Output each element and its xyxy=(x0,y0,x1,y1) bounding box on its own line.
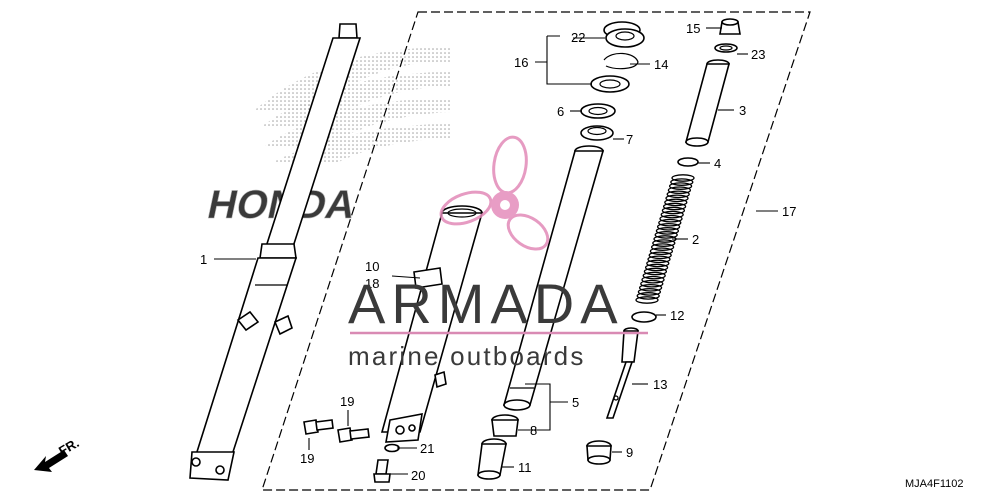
seal-stack xyxy=(580,21,645,141)
spring-part-2 xyxy=(635,174,695,304)
spring-coil xyxy=(671,174,695,182)
bolt-part-19-right xyxy=(337,427,370,443)
spring-coil xyxy=(659,214,683,223)
label-15: 15 xyxy=(686,21,700,36)
label-7: 7 xyxy=(626,132,633,147)
label-17: 17 xyxy=(782,204,796,219)
spring-coil xyxy=(649,247,674,256)
spring-coil xyxy=(667,186,692,195)
label-3: 3 xyxy=(739,103,746,118)
spring-coil xyxy=(662,202,687,211)
fork-assembly-part-1 xyxy=(189,23,362,481)
spring-coil xyxy=(636,292,660,300)
spring-coil xyxy=(665,194,689,203)
spring-coil xyxy=(670,178,694,186)
spring-coil xyxy=(641,275,665,284)
armada-watermark: ARMADA marine outboards xyxy=(348,135,648,371)
label-6: 6 xyxy=(557,104,564,119)
fork-pipe-part-5 xyxy=(502,145,605,411)
spring-coil xyxy=(660,210,684,219)
spring-coil xyxy=(668,182,693,190)
spring-coil xyxy=(646,259,670,268)
diagram-code: MJA4F1102 xyxy=(905,478,964,490)
label-19-left: 19 xyxy=(300,451,314,466)
label-10: 10 xyxy=(365,259,379,274)
spring-coil xyxy=(664,198,688,207)
label-20: 20 xyxy=(411,468,425,483)
fork-bolt-part-15 xyxy=(714,18,741,53)
label-23: 23 xyxy=(751,47,765,62)
label-12: 12 xyxy=(670,308,684,323)
spring-coil xyxy=(652,239,676,247)
spring-coil xyxy=(644,263,669,272)
assembly-boundary xyxy=(261,11,811,491)
label-4: 4 xyxy=(714,156,721,171)
brand-tagline: marine outboards xyxy=(348,341,586,371)
label-16: 16 xyxy=(514,55,528,70)
label-2: 2 xyxy=(692,232,699,247)
label-21: 21 xyxy=(420,441,434,456)
spring-coil xyxy=(638,283,663,292)
label-14: 14 xyxy=(654,57,668,72)
front-arrow-icon xyxy=(34,450,68,472)
bush-part-8 xyxy=(491,414,519,437)
spring-coil xyxy=(654,231,678,239)
label-13: 13 xyxy=(653,377,667,392)
washer-part-21 xyxy=(384,443,400,453)
spring-coil xyxy=(650,243,675,251)
bush-part-11 xyxy=(477,438,507,480)
ring-part-12 xyxy=(631,311,657,323)
washer-part-4 xyxy=(677,157,699,167)
propeller-logo-icon xyxy=(439,135,550,251)
spring-coil xyxy=(648,251,672,260)
bolt-part-20 xyxy=(373,459,391,483)
spring-coil xyxy=(635,296,659,304)
part-labels: 1 2 3 4 5 6 7 8 9 10 11 12 13 14 15 16 1… xyxy=(200,21,796,483)
spring-coil xyxy=(666,190,690,199)
label-8: 8 xyxy=(530,423,537,438)
spring-coil xyxy=(655,227,680,235)
spring-coil xyxy=(637,288,662,296)
bolt-part-19-left xyxy=(303,419,334,435)
label-9: 9 xyxy=(626,445,633,460)
spacer-part-3 xyxy=(684,59,731,147)
label-5: 5 xyxy=(572,395,579,410)
label-18: 18 xyxy=(365,276,379,291)
spring-coil xyxy=(642,271,666,280)
spring-coil xyxy=(643,267,668,276)
label-22: 22 xyxy=(571,30,585,45)
spring-seat-part-9 xyxy=(586,440,612,465)
brand-name: ARMADA xyxy=(348,272,624,335)
spring-coil xyxy=(647,255,671,264)
spring-coil xyxy=(656,222,681,231)
spring-coil xyxy=(661,206,686,215)
damper-rod-part-13 xyxy=(605,327,639,419)
front-direction-indicator: FR. xyxy=(34,435,82,472)
spring-coil xyxy=(658,218,682,227)
label-11: 11 xyxy=(518,460,532,475)
leader-lines xyxy=(214,27,778,475)
spring-coil xyxy=(640,279,664,288)
label-19-right: 19 xyxy=(340,394,354,409)
label-1: 1 xyxy=(200,252,207,267)
